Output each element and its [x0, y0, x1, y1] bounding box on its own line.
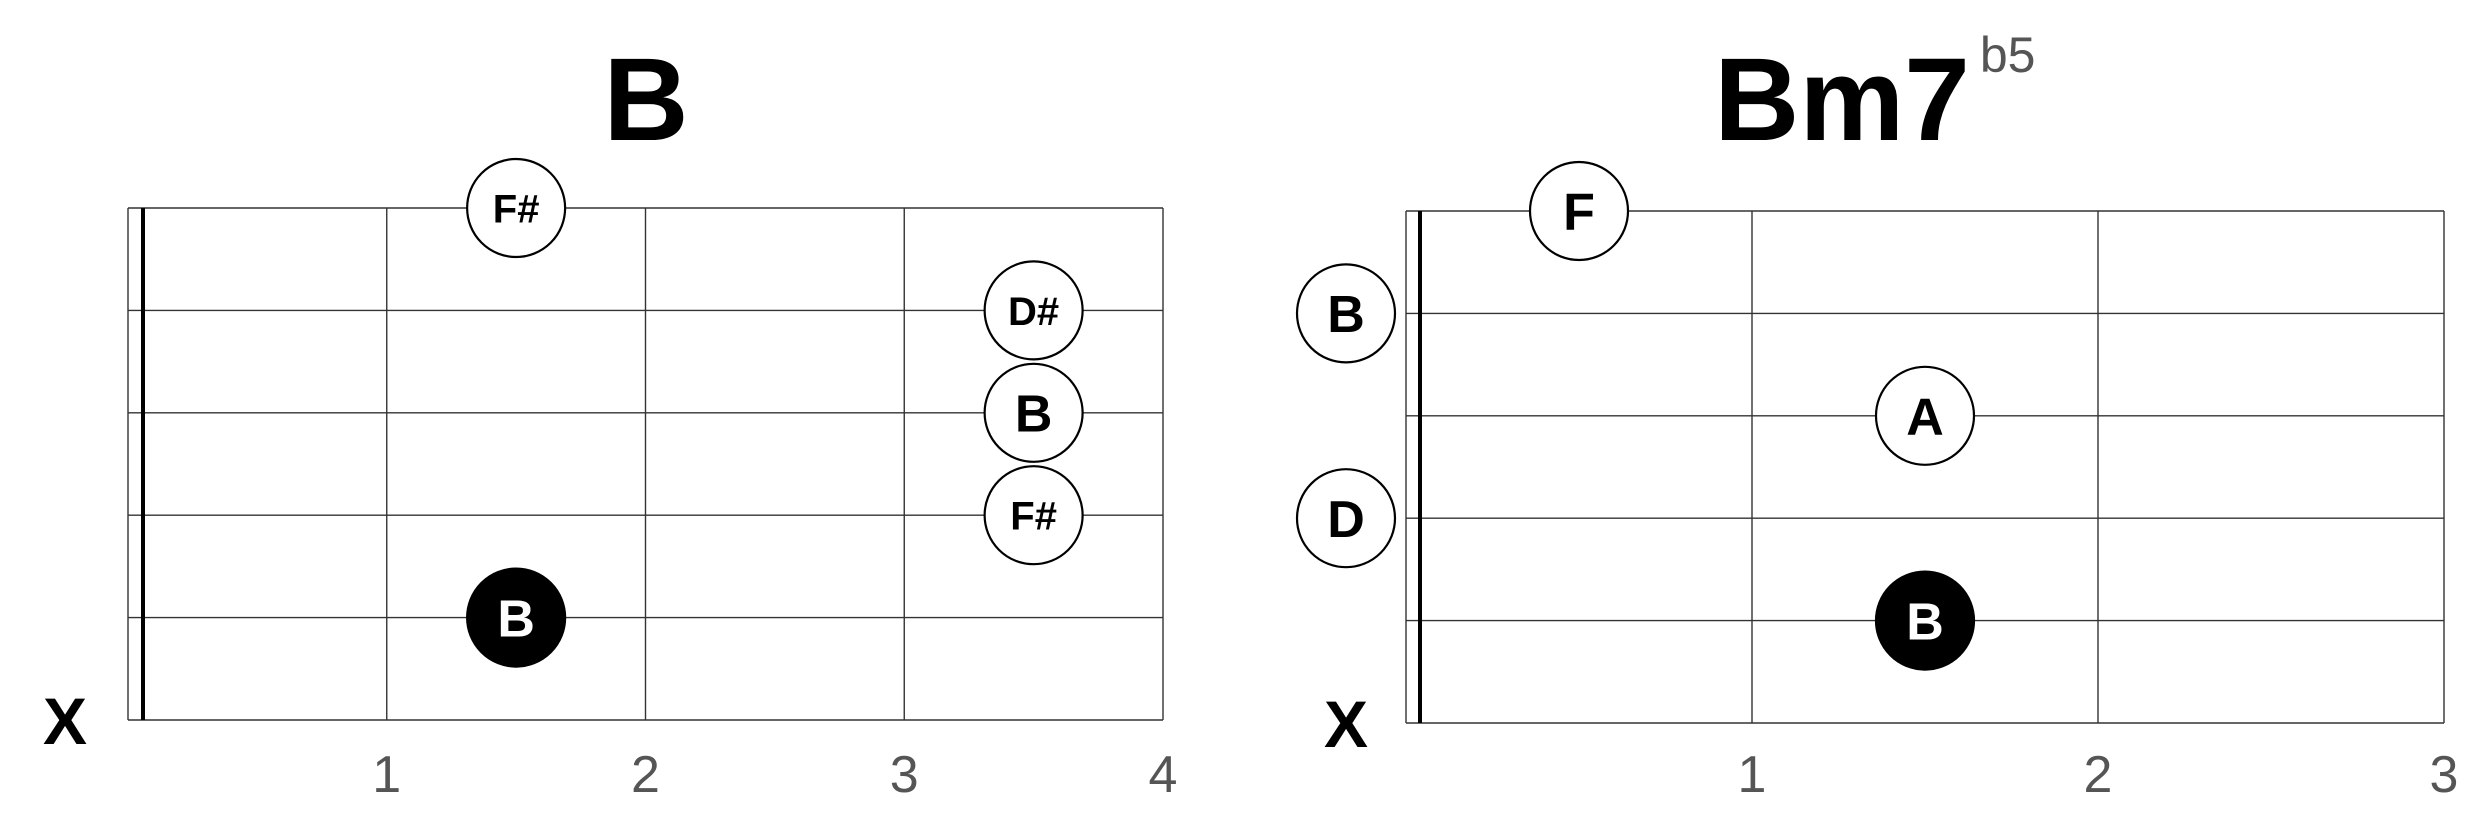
- note-label: D: [1327, 491, 1365, 549]
- muted-string-marker: X: [43, 684, 87, 758]
- note-circle: [983, 465, 1084, 566]
- note-circle: [466, 157, 567, 259]
- root-note-dot: [466, 567, 567, 668]
- chord-title: B: [603, 34, 688, 166]
- root-note-dot: [1874, 570, 1976, 671]
- note-marker: B: [983, 362, 1084, 463]
- note-marker: D: [1295, 468, 1397, 569]
- note-circle: [1528, 160, 1630, 262]
- note-label: F: [1563, 184, 1595, 242]
- note-circle: [1874, 365, 1976, 466]
- fret-number: 4: [1149, 746, 1178, 804]
- fret-number: 2: [2084, 746, 2113, 804]
- root-note-marker: B: [1874, 570, 1976, 671]
- fret-number: 3: [2430, 746, 2459, 804]
- note-marker: D#: [983, 260, 1084, 361]
- note-label: A: [1906, 389, 1944, 447]
- note-label: B: [1906, 593, 1944, 651]
- note-marker: A: [1874, 365, 1976, 466]
- fret-number: 2: [631, 746, 660, 804]
- muted-string-marker: X: [1324, 687, 1368, 761]
- chord-title: Bm7: [1714, 34, 1970, 166]
- note-label: B: [1327, 286, 1365, 344]
- note-label: D#: [1008, 290, 1059, 334]
- note-label: B: [1015, 386, 1053, 444]
- note-marker: F#: [983, 465, 1084, 566]
- note-label: B: [497, 590, 535, 648]
- note-marker: F#: [466, 157, 567, 259]
- note-label: F#: [1010, 495, 1057, 539]
- note-circle: [983, 260, 1084, 361]
- note-marker: F: [1528, 160, 1630, 262]
- fret-number: 3: [890, 746, 919, 804]
- root-note-marker: B: [466, 567, 567, 668]
- note-label: F#: [493, 187, 540, 231]
- fret-number: 1: [1738, 746, 1767, 804]
- note-marker: B: [1295, 263, 1397, 364]
- note-circle: [1295, 468, 1397, 569]
- fret-number: 1: [372, 746, 401, 804]
- chord-title-superscript: b5: [1980, 27, 2036, 83]
- note-circle: [983, 362, 1084, 463]
- note-circle: [1295, 263, 1397, 364]
- chord-diagram-1: B 1 2 3 4 X F# D# B F# B: [43, 34, 1177, 804]
